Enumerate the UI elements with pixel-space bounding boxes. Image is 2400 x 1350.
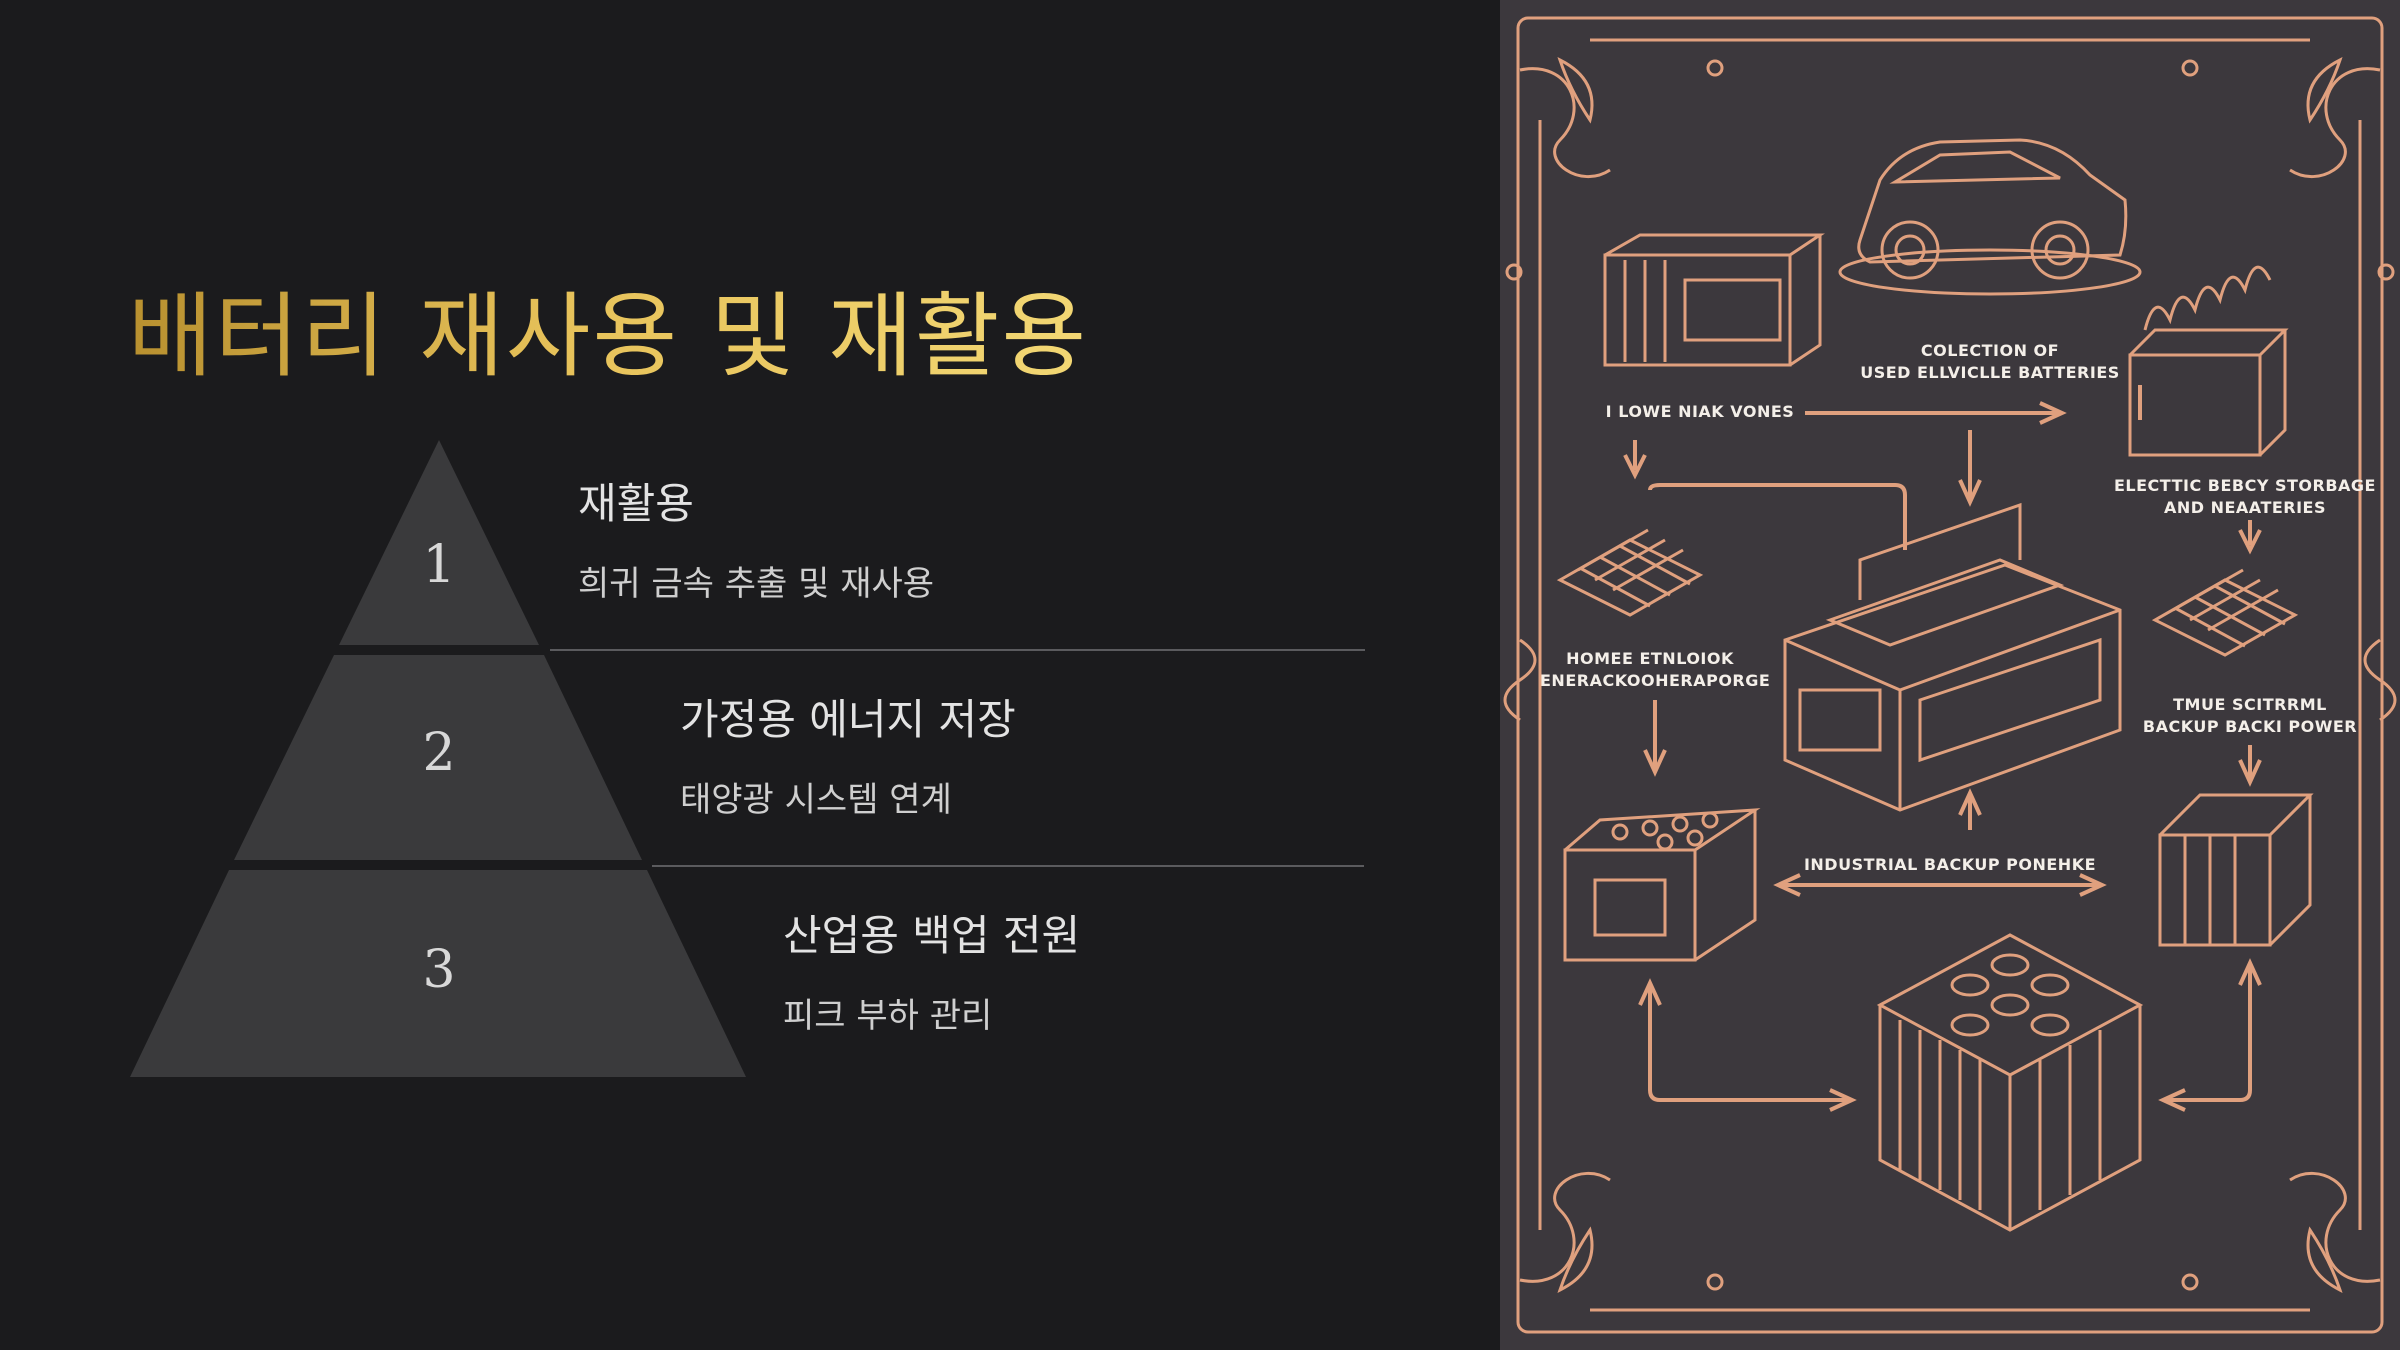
ornamental-frame — [1503, 16, 2397, 1334]
tier-number-3: 3 — [422, 940, 455, 1000]
tier-3-description: 피크 부하 관리 — [783, 996, 993, 1036]
tier-3-title: 산업용 백업 전원 — [783, 911, 1081, 960]
tier-number-1: 1 — [422, 535, 455, 595]
battery-lifecycle-illustration: COLECTION OF USED ELLVICLLE BATTERIES I … — [1500, 0, 2400, 1350]
tier-divider-2 — [652, 865, 1364, 867]
label-right-backup: TMUE SCITRRML BACKUP BACKI POWER — [2142, 695, 2358, 736]
tier-2-title: 가정용 에너지 저장 — [680, 695, 1016, 744]
tier-1-title: 재활용 — [578, 479, 694, 528]
tier-divider-1 — [550, 649, 1365, 651]
container-battery-icon — [1876, 933, 2144, 1232]
tier-2-description: 태양광 시스템 연계 — [680, 780, 952, 820]
tier-number-2: 2 — [422, 723, 455, 783]
car-icon — [1838, 138, 2142, 296]
slide-title: 배터리 재사용 및 재활용 — [128, 262, 1088, 395]
label-industrial-backup: INDUSTRIAL BACKUP PONEHKE — [1803, 855, 2097, 874]
car-battery-icon — [1563, 808, 1761, 962]
label-left-top: I LOWE NIAK VONES — [1605, 402, 1795, 421]
central-storage-unit-icon — [1783, 502, 2122, 812]
pyramid-diagram: 1 2 3 — [130, 440, 746, 1077]
cell-grid-left-icon — [1556, 528, 1704, 617]
pyramid-tier-3 — [130, 870, 746, 1077]
flow-arrows — [1623, 385, 2262, 1112]
cell-grid-right-icon — [2151, 568, 2299, 657]
cell-block-icon — [2158, 793, 2314, 947]
modules-stack-icon — [2128, 265, 2289, 457]
label-electric-storage: ELECTTIC BEBCY STORBAGE AND NEAATERIES — [2114, 476, 2376, 517]
label-collection: COLECTION OF USED ELLVICLLE BATTERIES — [1860, 341, 2120, 382]
battery-pack-icon — [1603, 233, 1825, 367]
label-home-storage: HOMEE ETNLOIOK ENERACKOOHERAPORGE — [1540, 649, 1771, 690]
pyramid-tier-2 — [234, 655, 642, 860]
content-panel: 배터리 재사용 및 재활용 1 2 3 재활용 희귀 금속 추출 및 재사용 가… — [128, 262, 1365, 1077]
pyramid-tier-1 — [339, 440, 539, 645]
tier-1-description: 희귀 금속 추출 및 재사용 — [578, 564, 935, 604]
